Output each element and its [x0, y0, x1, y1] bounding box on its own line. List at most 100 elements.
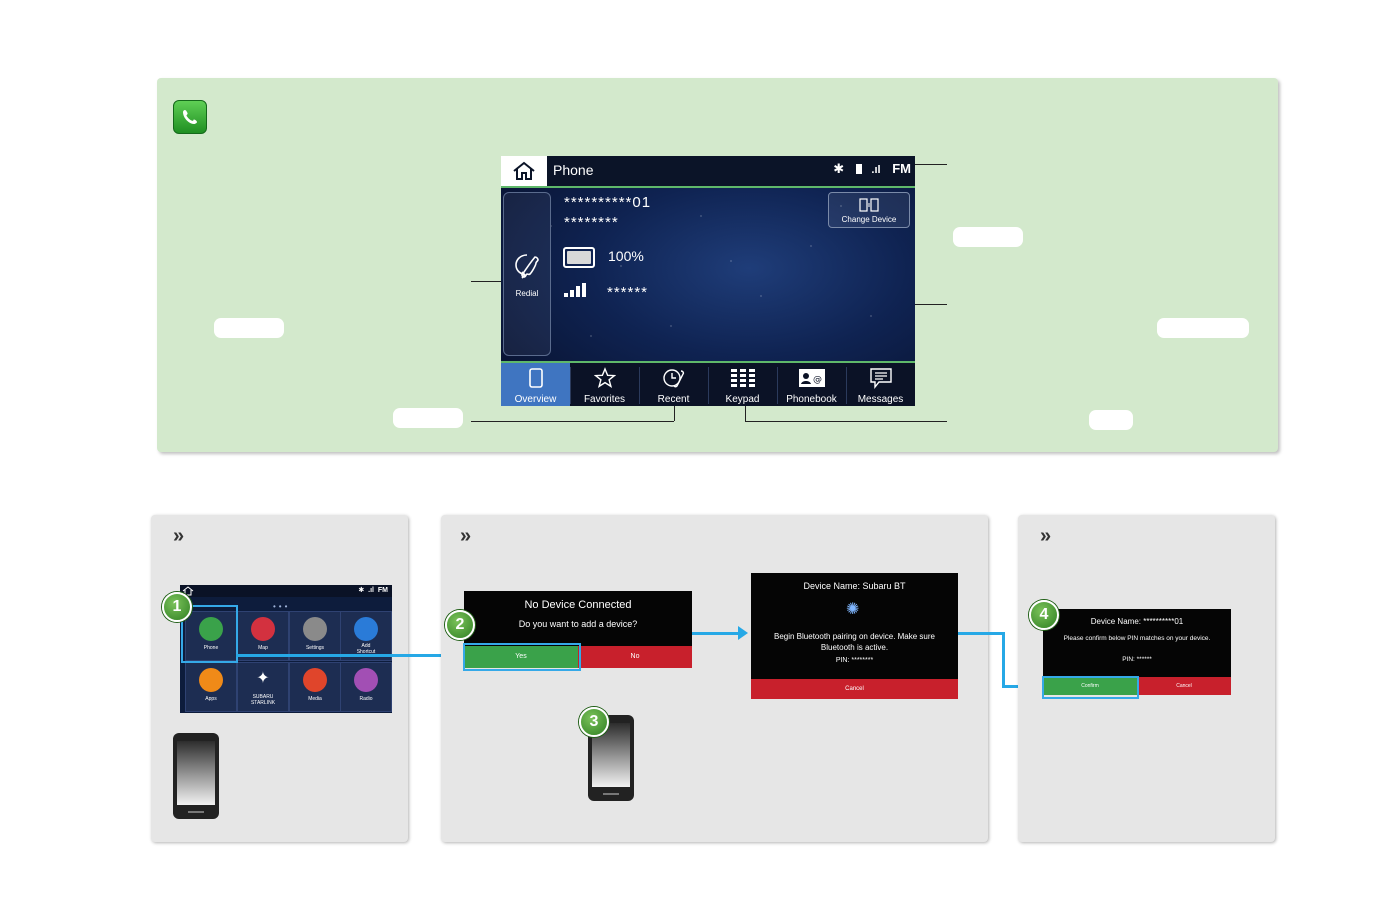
radio-icon	[354, 668, 378, 692]
media-icon	[303, 668, 327, 692]
step-badge-4: 4	[1029, 600, 1059, 630]
confirm-device-name: Device Name: **********01	[1090, 617, 1184, 626]
arrow-line	[1002, 685, 1032, 688]
radio-band: FM	[892, 161, 911, 176]
confirm-button-highlight	[1042, 676, 1139, 699]
signal-strength-icon	[564, 283, 590, 297]
gear-icon	[303, 617, 327, 641]
starlink-icon: ✦	[256, 670, 270, 687]
home-icon	[513, 161, 535, 180]
tab-overview-label: Overview	[514, 394, 557, 405]
phone-icon	[199, 617, 223, 641]
phonebook-callout-label	[953, 227, 1023, 247]
app-radio[interactable]: Radio	[340, 662, 392, 712]
recent-callout-line	[471, 421, 674, 422]
tab-messages-label: Messages	[857, 394, 904, 405]
signal-icon: .ıl	[871, 164, 881, 176]
cancel-button[interactable]: Cancel	[1137, 677, 1231, 695]
yes-button[interactable]: Yes	[464, 646, 578, 668]
app-phone[interactable]: Phone	[185, 611, 237, 661]
tab-phonebook[interactable]: @ Phonebook	[777, 363, 846, 406]
app-starlink[interactable]: ✦ SUBARU STARLINK	[237, 662, 289, 712]
messages-callout-label	[1157, 318, 1249, 338]
home-status: ✱ .ıl FM	[358, 586, 388, 594]
smartphone-image	[173, 733, 219, 819]
chevron-right-icon: »	[460, 525, 471, 547]
plus-icon	[354, 617, 378, 641]
home-button[interactable]	[501, 156, 547, 186]
change-device-icon	[859, 198, 879, 212]
app-label: Media	[308, 696, 322, 702]
confirm-pin-dialog: Device Name: **********01 Please confirm…	[1043, 609, 1231, 695]
arrow-head-icon	[738, 626, 748, 640]
signal-icon: .ıl	[368, 587, 374, 594]
tab-divider	[639, 367, 640, 404]
keypad-callout-line-v	[745, 395, 746, 421]
recent-calls-icon	[663, 369, 685, 388]
step-badge-3: 3	[579, 707, 609, 737]
confirm-pin: PIN: ******	[1122, 656, 1152, 663]
device-name: ********	[564, 214, 619, 231]
app-label: SUBARU STARLINK	[250, 694, 276, 706]
phone-app-icon	[173, 100, 207, 134]
message-icon	[870, 368, 892, 389]
dialog-title: No Device Connected	[524, 599, 632, 611]
page-dots: •••	[273, 602, 291, 611]
loading-spinner-icon: ✺	[846, 601, 860, 618]
pairing-pin: PIN: ********	[835, 657, 874, 664]
app-settings[interactable]: Settings	[289, 611, 341, 661]
tab-keypad[interactable]: Keypad	[708, 363, 777, 406]
bluetooth-icon: ✱	[833, 161, 845, 176]
tab-recent-label: Recent	[657, 394, 690, 405]
carrier-name: ******	[607, 284, 649, 301]
app-label: Apps	[205, 696, 217, 702]
keypad-callout-label	[1089, 410, 1133, 430]
arrow-line	[958, 632, 1004, 635]
cancel-button[interactable]: Cancel	[751, 679, 958, 699]
battery-level: 100%	[608, 248, 644, 264]
app-media[interactable]: Media	[289, 662, 341, 712]
phone-battery-icon	[855, 164, 862, 174]
app-label: Phone	[203, 645, 219, 651]
tab-bar: Overview Favorites Recent	[501, 361, 915, 406]
pairing-message: Begin Bluetooth pairing on device. Make …	[774, 632, 935, 652]
tab-recent[interactable]: Recent	[639, 363, 708, 406]
tab-messages[interactable]: Messages	[846, 363, 915, 406]
status-area: ✱ .ıl FM	[833, 161, 911, 177]
step-badge-2: 2	[445, 610, 475, 640]
add-device-dialog: No Device Connected Do you want to add a…	[464, 591, 692, 668]
keypad-callout-line	[745, 421, 947, 422]
arrow-line	[1002, 632, 1005, 687]
redial-button[interactable]: Redial	[503, 192, 551, 356]
recent-callout-label	[393, 408, 463, 428]
phone-app-highlight	[181, 605, 238, 663]
confirm-button[interactable]: Confirm	[1043, 677, 1137, 695]
chevron-right-icon: »	[173, 525, 184, 547]
tab-divider	[570, 367, 571, 404]
tab-overview[interactable]: Overview	[501, 363, 570, 406]
app-label: Radio	[359, 696, 373, 702]
keypad-icon	[731, 369, 755, 387]
tab-phonebook-label: Phonebook	[786, 394, 837, 405]
screen-title: Phone	[553, 162, 594, 178]
radio-band: FM	[377, 587, 388, 594]
confirm-message: Please confirm below PIN matches on your…	[1063, 635, 1211, 642]
tab-divider	[708, 367, 709, 404]
phone-screen: Phone ✱ .ıl FM Redial **********01 *****…	[501, 156, 915, 406]
favorites-callout-label	[214, 318, 284, 338]
battery-icon	[563, 247, 595, 268]
phone-number: **********01	[564, 194, 652, 211]
app-apps[interactable]: Apps	[185, 662, 237, 712]
yes-button-highlight	[463, 643, 581, 671]
change-device-button[interactable]: Change Device	[828, 192, 910, 228]
screen-header: Phone ✱ .ıl FM	[501, 156, 915, 188]
app-map[interactable]: Map	[237, 611, 289, 661]
arrow-line	[692, 632, 740, 635]
phonebook-icon: @	[799, 369, 825, 387]
tab-favorites[interactable]: Favorites	[570, 363, 639, 406]
dialog-question: Do you want to add a device?	[518, 619, 638, 629]
tab-divider	[777, 367, 778, 404]
app-add-shortcut[interactable]: Add Shortcut	[340, 611, 392, 661]
tab-favorites-label: Favorites	[583, 394, 626, 405]
no-button[interactable]: No	[578, 646, 692, 668]
